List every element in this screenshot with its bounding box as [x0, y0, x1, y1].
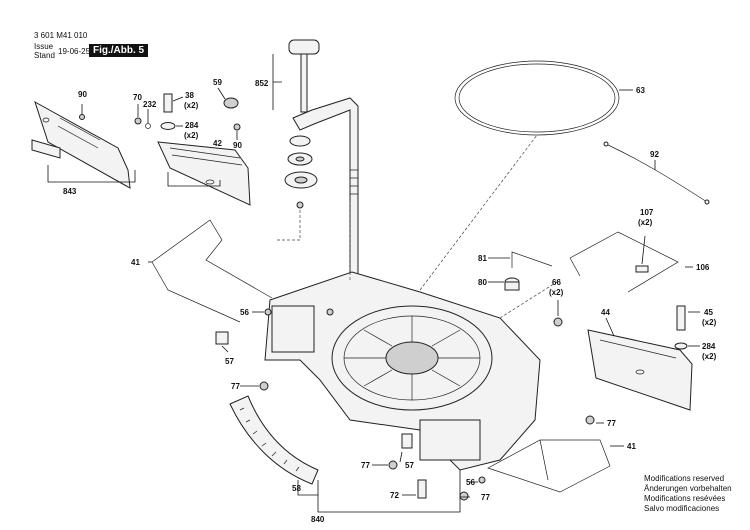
screw-45-part: [676, 305, 686, 331]
callout-45-qty: (x2): [702, 318, 717, 327]
note-line: Salvo modificaciones: [644, 504, 720, 513]
callout-284: 284: [185, 121, 199, 130]
stand-label: Stand: [34, 51, 55, 60]
belt-ring-part: [454, 60, 620, 136]
rear-fence-bracket-part: [31, 100, 131, 189]
callout-77: 77: [231, 382, 240, 391]
issue-label: Issue: [34, 42, 54, 51]
washer-284-part: [674, 342, 688, 350]
note-line: Modifications reserved: [644, 474, 725, 483]
stop-rod-part: [511, 251, 553, 268]
callout-63: 63: [636, 86, 645, 95]
nut-66-part: [553, 317, 563, 327]
doc-number: 3 601 M41 010: [34, 31, 88, 40]
callout-90-b: 90: [233, 141, 242, 150]
callout-42: 42: [213, 139, 222, 148]
cable-part: [603, 141, 710, 205]
callout-70: 70: [133, 93, 142, 102]
callout-66-qty: (x2): [549, 288, 564, 297]
callout-59: 59: [213, 78, 222, 87]
small-fasteners: [134, 93, 241, 131]
issue-date: 19-06-25: [58, 47, 91, 56]
callout-66: 66: [552, 278, 561, 287]
callout-38-qty: (x2): [184, 101, 199, 110]
callout-38: 38: [185, 91, 194, 100]
note-line: Modifications resévées: [644, 494, 726, 503]
callout-107: 107: [640, 208, 654, 217]
screw-90-part: [79, 114, 85, 120]
hold-down-clamp-part: [151, 219, 273, 323]
note-line: Änderungen vorbehalten: [644, 484, 732, 493]
callout-840: 840: [311, 515, 325, 524]
extension-bracket-part: [569, 231, 679, 293]
clamp-rod-part: [284, 39, 359, 281]
callout-92: 92: [650, 150, 659, 159]
screw-107-part: [635, 265, 649, 273]
miter-scale-part: [229, 395, 319, 485]
modification-notes: Modifications reserved Änderungen vorbeh…: [644, 474, 732, 514]
base-fasteners: [215, 308, 595, 501]
callout-41: 41: [131, 258, 140, 267]
fence-plate-part: [157, 141, 251, 206]
callout-284-b: 284: [702, 342, 716, 351]
callout-77-c: 77: [361, 461, 370, 470]
callout-232: 232: [143, 100, 157, 109]
callout-90: 90: [78, 90, 87, 99]
figure-badge: Fig./Abb. 5: [89, 44, 149, 57]
callout-45: 45: [704, 308, 713, 317]
callout-843: 843: [63, 187, 77, 196]
callout-107-qty: (x2): [638, 218, 653, 227]
callout-284-b-qty: (x2): [702, 352, 717, 361]
callout-81: 81: [478, 254, 487, 263]
hold-down-clamp-part-2: [487, 439, 611, 493]
callout-41-b: 41: [627, 442, 636, 451]
callout-72: 72: [390, 491, 399, 500]
callout-56: 56: [240, 308, 249, 317]
callout-106: 106: [696, 263, 710, 272]
callout-57-b: 57: [405, 461, 414, 470]
callout-77-d: 77: [481, 493, 490, 502]
callout-58: 58: [292, 484, 301, 493]
spacer-80-part: [504, 277, 520, 291]
side-support-part: [587, 329, 693, 411]
callout-80: 80: [478, 278, 487, 287]
callout-57: 57: [225, 357, 234, 366]
callout-44: 44: [601, 308, 610, 317]
callout-852: 852: [255, 79, 269, 88]
callout-56-b: 56: [466, 478, 475, 487]
turntable-base-part: [264, 271, 541, 471]
callout-77-b: 77: [607, 419, 616, 428]
callout-284-qty: (x2): [184, 131, 199, 140]
